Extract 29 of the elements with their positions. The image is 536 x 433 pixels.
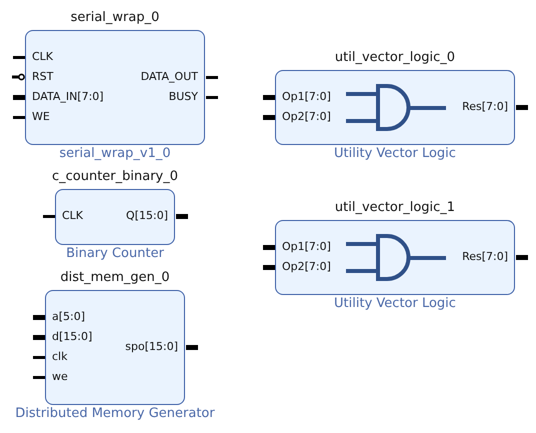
port-label: Op1[7:0] [282, 240, 331, 254]
port-label: Q[15:0] [126, 209, 168, 223]
instance-name: serial_wrap_0 [70, 10, 160, 26]
port-label: DATA_IN[7:0] [32, 90, 104, 104]
port-label: BUSY [168, 90, 198, 104]
instance-name: util_vector_logic_1 [334, 200, 456, 216]
port-label: DATA_OUT [140, 70, 198, 84]
port-label: spo[15:0] [125, 340, 178, 354]
port-label: clk [52, 350, 68, 364]
instance-name: util_vector_logic_0 [334, 50, 456, 66]
ip-name: Distributed Memory Generator [15, 406, 215, 422]
port-label: CLK [32, 50, 54, 64]
port-label: a[5:0] [52, 310, 86, 324]
ip-name: Utility Vector Logic [334, 296, 456, 312]
port-label: WE [32, 110, 50, 124]
port-label: we [52, 370, 68, 384]
port-label: CLK [62, 209, 84, 223]
ip-name: Binary Counter [66, 246, 164, 262]
port-label: Res[7:0] [462, 100, 508, 114]
port-label: Op1[7:0] [282, 90, 331, 104]
instance-name: dist_mem_gen_0 [60, 270, 170, 286]
instance-name: c_counter_binary_0 [52, 169, 178, 185]
port-label: Op2[7:0] [282, 110, 331, 124]
port-label: Res[7:0] [462, 250, 508, 264]
port-label: d[15:0] [52, 330, 92, 344]
ip-name: serial_wrap_v1_0 [59, 146, 171, 162]
port-label: Op2[7:0] [282, 260, 331, 274]
port-label: RST [32, 70, 54, 84]
ip-name: Utility Vector Logic [334, 146, 456, 162]
